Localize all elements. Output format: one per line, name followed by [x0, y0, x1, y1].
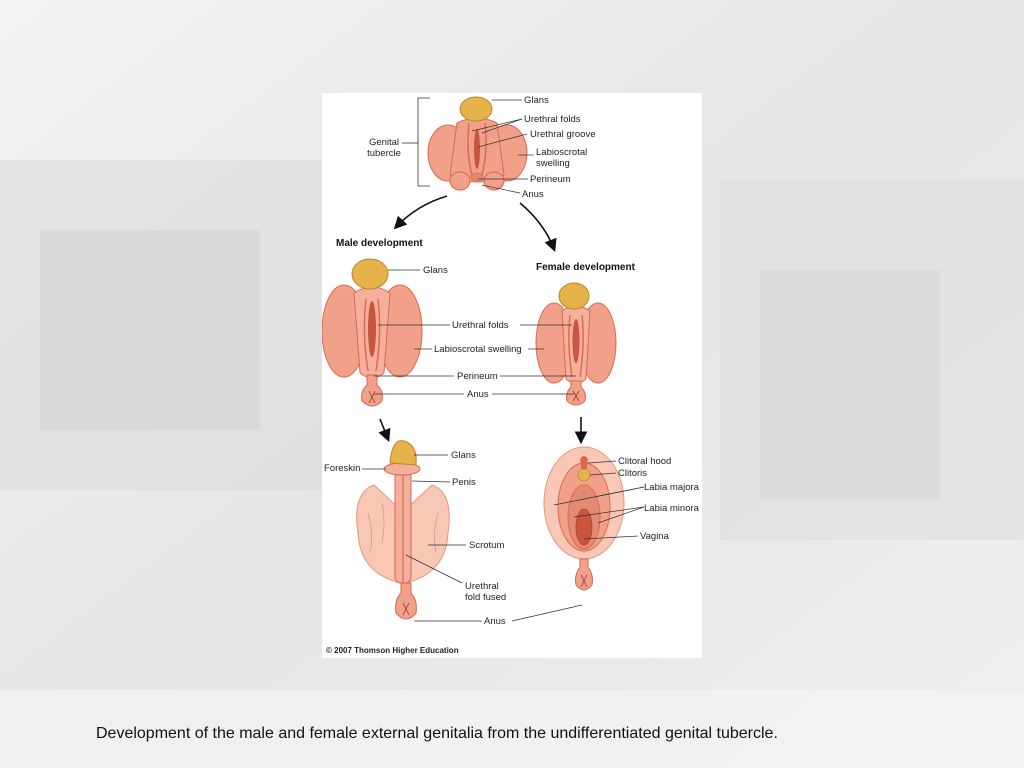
- male-final-anus-label: Anus: [484, 616, 506, 627]
- male-middle-glans-icon: [351, 258, 389, 290]
- scrotum-label: Scrotum: [469, 540, 504, 551]
- penis-label: Penis: [452, 477, 476, 488]
- arrow-to-male: [393, 195, 448, 230]
- indifferent-labioscrotal-label-2: swelling: [536, 158, 570, 169]
- male-final-leaders: [362, 454, 583, 622]
- female-middle-figure: [535, 282, 617, 406]
- diagram-panel: Genital tubercle Glans Urethral folds Ur…: [322, 93, 702, 658]
- indifferent-stage-figure: [427, 96, 528, 191]
- urethral-fold-fused-label: Urethral: [465, 581, 499, 592]
- female-development-heading: Female development: [536, 262, 636, 273]
- indifferent-leaders: [471, 99, 534, 194]
- arrow-male-down: [378, 418, 391, 442]
- male-final-glans-icon: [389, 440, 417, 466]
- genital-tubercle-label: Genital: [369, 137, 399, 148]
- vagina-label: Vagina: [640, 531, 670, 542]
- middle-perineum-label: Perineum: [457, 371, 498, 382]
- female-middle-glans-icon: [558, 282, 590, 310]
- arrow-to-female: [519, 202, 557, 252]
- genital-tubercle-bracket: [417, 97, 430, 187]
- indifferent-urethral-groove-label: Urethral groove: [530, 129, 595, 140]
- male-glans-label: Glans: [423, 265, 448, 276]
- genitalia-development-diagram: Genital tubercle Glans Urethral folds Ur…: [322, 95, 700, 655]
- male-middle-figure: [322, 258, 423, 407]
- indifferent-urethral-folds-label: Urethral folds: [524, 114, 581, 125]
- indifferent-anus-label: Anus: [522, 189, 544, 200]
- glans-icon: [459, 96, 493, 122]
- indifferent-labioscrotal-label: Labioscrotal: [536, 147, 587, 158]
- female-final-figure: [543, 446, 625, 591]
- genital-tubercle-label-2: tubercle: [367, 148, 401, 159]
- labia-minora-label: Labia minora: [644, 503, 700, 514]
- male-final-glans-label: Glans: [451, 450, 476, 461]
- clitoris-label: Clitoris: [618, 468, 647, 479]
- middle-leaders: [374, 269, 576, 395]
- indifferent-glans-label: Glans: [524, 95, 549, 106]
- clitoris-icon: [577, 468, 591, 482]
- clitoral-hood-label: Clitoral hood: [618, 456, 671, 467]
- labia-majora-label: Labia majora: [644, 482, 700, 493]
- female-final-leaders: [553, 460, 645, 540]
- middle-labioscrotal-label: Labioscrotal swelling: [434, 344, 522, 355]
- slide-caption: Development of the male and female exter…: [96, 725, 778, 742]
- foreskin-label: Foreskin: [324, 463, 360, 474]
- middle-anus-label: Anus: [467, 389, 489, 400]
- copyright-notice: © 2007 Thomson Higher Education: [326, 646, 459, 655]
- male-final-figure: [356, 440, 450, 620]
- urethral-fold-fused-label-2: fold fused: [465, 592, 506, 603]
- male-development-heading: Male development: [336, 238, 423, 249]
- middle-urethral-folds-label: Urethral folds: [452, 320, 509, 331]
- indifferent-perineum-label: Perineum: [530, 174, 571, 185]
